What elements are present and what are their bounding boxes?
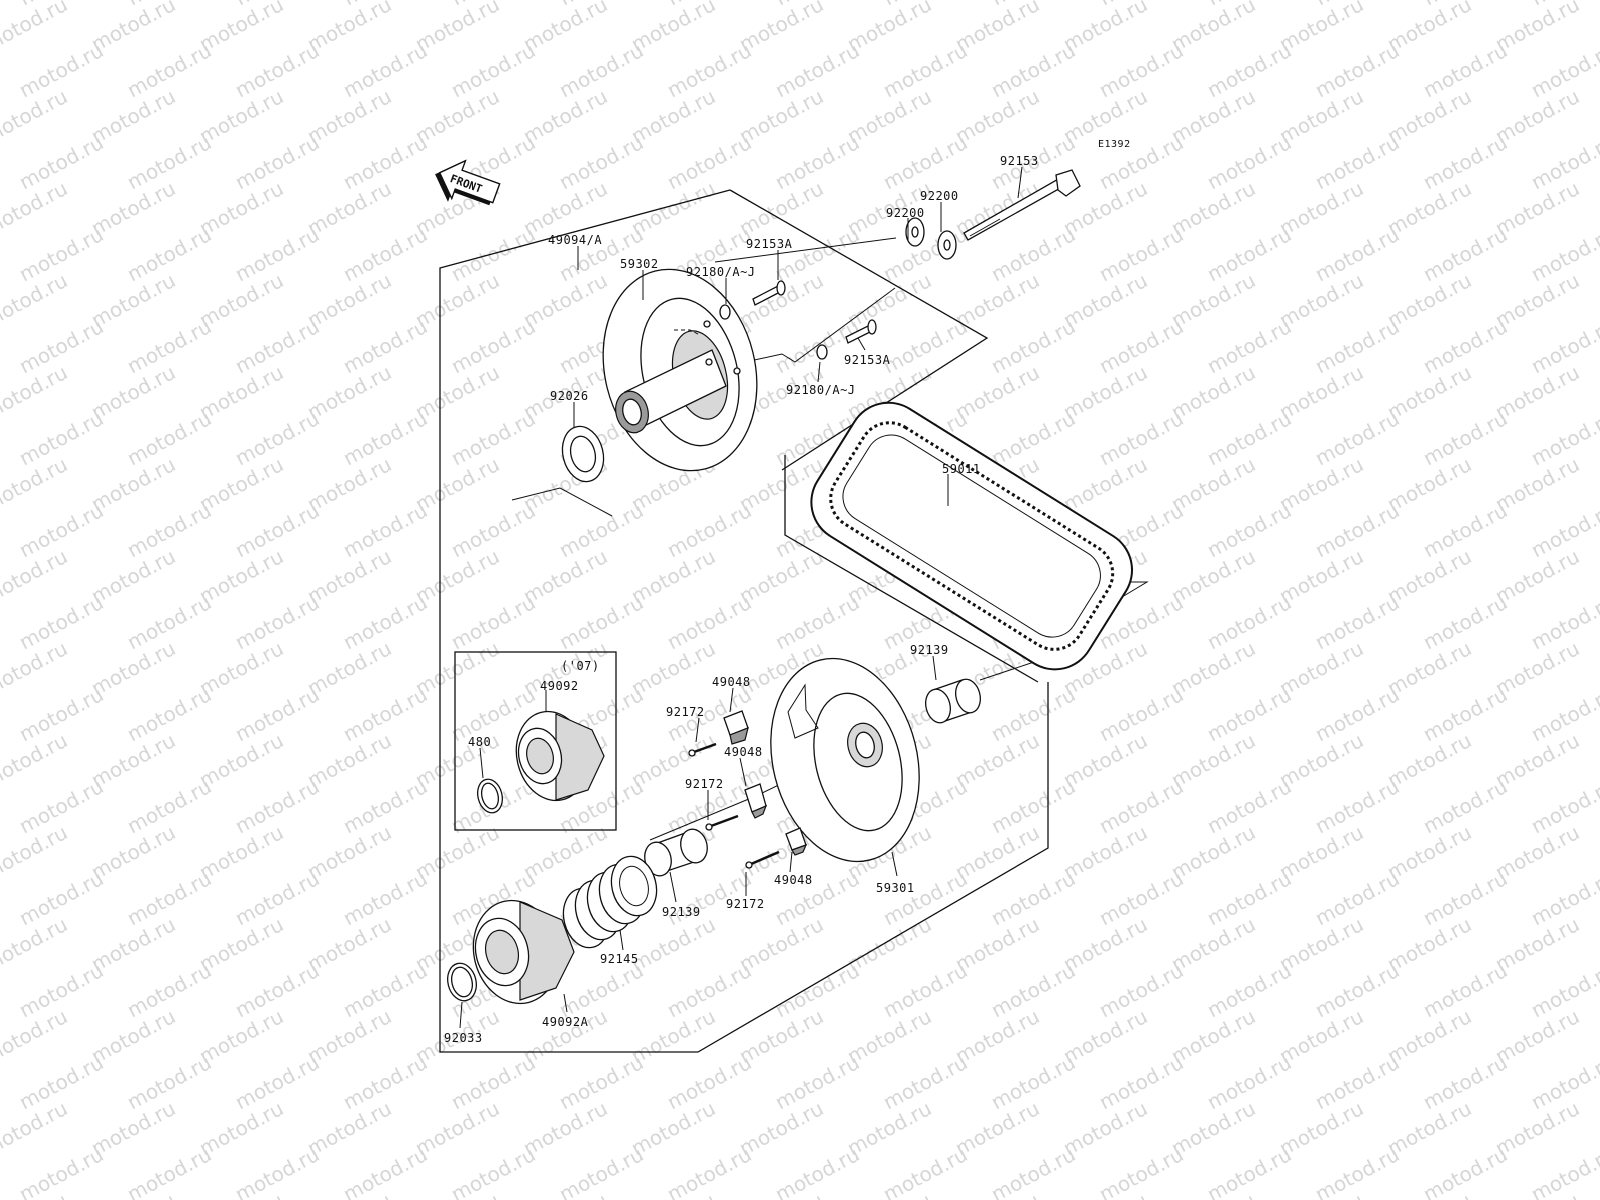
- label-49094-a: 49094/A: [548, 233, 602, 247]
- cam-49092: [515, 710, 605, 802]
- watermark-text: motod.ru: [1527, 1142, 1600, 1200]
- label-49092a: 49092A: [542, 1015, 589, 1029]
- axis-line: [649, 795, 757, 841]
- cam-49092a: [472, 899, 575, 1005]
- bushing-92139-b: [644, 828, 708, 877]
- label-59011: 59011: [942, 462, 981, 476]
- label-92172-a: 92172: [666, 705, 705, 719]
- label-92153: 92153: [1000, 154, 1039, 168]
- washer-92200-b: [937, 230, 957, 260]
- label-92200-a: 92200: [920, 189, 959, 203]
- bushing-92139-a: [925, 678, 981, 724]
- screw-92153a-b: [845, 319, 877, 344]
- label-92172-c: 92172: [726, 897, 765, 911]
- label-92139-b: 92139: [662, 905, 701, 919]
- screw-92172-a: [688, 742, 717, 757]
- screw-92172-b: [705, 814, 739, 831]
- label-49048-b: 49048: [724, 745, 763, 759]
- circlip-480: [477, 778, 503, 814]
- diagram-code: E1392: [1098, 139, 1131, 150]
- label-92200-b: 92200: [886, 206, 925, 220]
- bolt-92153: [963, 169, 1081, 241]
- front-arrow-icon: FRONT: [435, 159, 501, 206]
- label-92026: 92026: [550, 389, 589, 403]
- label-92180-a: 92180/A~J: [686, 265, 756, 279]
- circlip-92033: [447, 962, 477, 1002]
- watermark-text: motod.ru: [0, 0, 71, 56]
- leader-lines: [459, 166, 1023, 1029]
- assembly-outline: [439, 189, 1049, 1053]
- spring-92145: [562, 855, 658, 949]
- part-labels: 92153 92200 92200 49094/A 59302 92180/A~…: [444, 154, 1039, 1045]
- assembly-outline-upper: [729, 189, 989, 471]
- label-92153a-b: 92153A: [844, 353, 891, 367]
- drive-belt-59011: [810, 401, 1134, 671]
- label-59301: 59301: [876, 881, 915, 895]
- movable-sheave-59301: [770, 657, 920, 863]
- label-49048-a: 49048: [712, 675, 751, 689]
- belt-group-outline: [784, 455, 1039, 683]
- label-92153a-a: 92153A: [746, 237, 793, 251]
- variant-inset-box: [454, 651, 617, 831]
- label-59302: 59302: [620, 257, 659, 271]
- washer-92180-a: [719, 304, 731, 320]
- fixed-sheave-59302: [602, 268, 758, 472]
- variant-note: ('07): [561, 659, 600, 673]
- screw-92153a-a: [752, 280, 786, 306]
- axis-line: [979, 659, 1041, 681]
- spacer-92026: [561, 425, 605, 483]
- label-480: 480: [468, 735, 491, 749]
- label-92180-b: 92180/A~J: [786, 383, 856, 397]
- axis-line: [744, 287, 896, 363]
- axis-line: [714, 237, 897, 263]
- washer-92180-b: [816, 344, 828, 360]
- label-49048-c: 49048: [774, 873, 813, 887]
- label-92145: 92145: [600, 952, 639, 966]
- label-92033: 92033: [444, 1031, 483, 1045]
- label-92172-b: 92172: [685, 777, 724, 791]
- slider-49048-a: [723, 710, 749, 745]
- label-49092: 49092: [540, 679, 579, 693]
- slider-49048-b: [744, 783, 768, 819]
- slider-49048-c: [785, 827, 808, 856]
- washer-92200-a: [905, 217, 925, 247]
- screw-92172-c: [745, 850, 780, 869]
- label-92139-a: 92139: [910, 643, 949, 657]
- guide-line: [511, 487, 613, 517]
